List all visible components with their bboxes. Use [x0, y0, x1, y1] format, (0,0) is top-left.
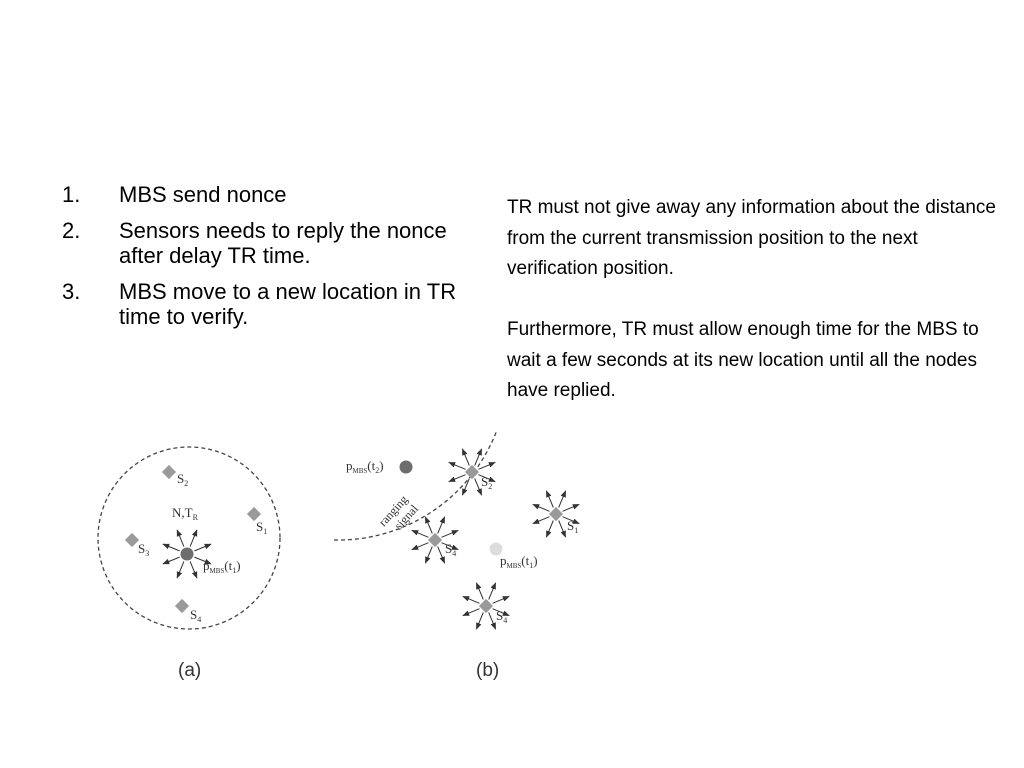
note-paragraph-1: TR must not give away any information ab…: [507, 197, 996, 279]
sensor-label-b-s4-upper: S4: [445, 541, 456, 558]
arrow: [475, 612, 484, 630]
arrow: [492, 608, 510, 617]
sensor-node-b-s4-lower: [478, 598, 494, 614]
mbs-node: [180, 547, 194, 561]
arrow: [474, 478, 483, 496]
arrow: [532, 503, 550, 512]
sensor-label-s2: S2: [177, 471, 188, 488]
arrow: [441, 529, 459, 538]
arrow: [545, 490, 554, 508]
arrow: [176, 561, 185, 579]
arrow: [492, 595, 510, 604]
explanation-note: TR must not give away any information ab…: [507, 193, 997, 437]
arrow: [562, 516, 580, 525]
arrow: [478, 461, 496, 470]
sensor-label-s4: S4: [190, 607, 201, 624]
arrow: [424, 546, 433, 564]
figure-canvas: S2 S1 S3 S4 N,TR pMBS(t1) (a): [97, 429, 580, 681]
arrow: [558, 520, 567, 538]
step-item: 2. Sensors needs to reply the nonce afte…: [62, 218, 462, 268]
mbs-new-position-label: pMBS(t2): [346, 458, 384, 475]
verification-figure: S2 S1 S3 S4 N,TR pMBS(t1) (a): [80, 420, 620, 700]
sensor-node-b-s4-upper: [427, 532, 443, 548]
arrow: [488, 612, 497, 630]
sensor-node-b-s2: [464, 464, 480, 480]
panel-b: S2 S1 S4 S4 pMBS(t2) pMBS(t1) ranging si…: [333, 429, 580, 681]
mbs-old-position-label: pMBS(t1): [500, 553, 538, 570]
arrow: [411, 542, 429, 551]
arrow: [475, 582, 484, 600]
arrow: [437, 516, 446, 534]
sensor-label-b-s1: S1: [567, 518, 578, 535]
step-text: Sensors needs to reply the nonce after d…: [119, 218, 447, 268]
caption-a: (a): [178, 660, 201, 681]
reply-arrows-s4-upper: [411, 516, 459, 564]
arrow: [411, 529, 429, 538]
arrow: [448, 474, 466, 483]
mbs-position-label: pMBS(t1): [203, 558, 241, 575]
arrow: [532, 516, 550, 525]
arrow: [162, 556, 180, 565]
reply-arrows-s2: [448, 448, 496, 496]
step-number: 3.: [62, 279, 81, 304]
reply-arrows-s4-lower: [462, 582, 510, 630]
ranging-wavefront: [333, 429, 498, 541]
arrow: [462, 595, 480, 604]
arrow: [194, 556, 212, 565]
broadcast-arrows: [162, 529, 212, 579]
sensor-node-s4: [174, 598, 190, 614]
arrow: [189, 529, 198, 547]
arrow: [562, 503, 580, 512]
arrow: [462, 608, 480, 617]
step-number: 1.: [62, 182, 81, 207]
arrow: [194, 543, 212, 552]
arrow: [437, 546, 446, 564]
sensor-label-s1: S1: [256, 519, 267, 536]
arrow: [558, 490, 567, 508]
step-text: MBS send nonce: [119, 182, 287, 207]
step-number: 2.: [62, 218, 81, 243]
arrow: [488, 582, 497, 600]
arrow: [545, 520, 554, 538]
sensor-node-s1: [246, 506, 262, 522]
reply-arrows-s1: [532, 490, 580, 538]
arrow: [474, 448, 483, 466]
mbs-old-position: [489, 542, 503, 556]
range-circle: [97, 446, 281, 630]
sensor-label-b-s4-lower: S4: [496, 608, 507, 625]
nonce-label: N,TR: [172, 505, 199, 522]
steps-list: 1. MBS send nonce 2. Sensors needs to re…: [62, 182, 462, 340]
arrow: [461, 478, 470, 496]
arrow: [441, 542, 459, 551]
arrow: [176, 529, 185, 547]
sensor-label-b-s2: S2: [481, 474, 492, 491]
arrow: [162, 543, 180, 552]
arrow: [478, 474, 496, 483]
arrow: [461, 448, 470, 466]
sensor-label-s3: S3: [138, 541, 149, 558]
step-item: 3. MBS move to a new location in TR time…: [62, 279, 462, 329]
step-text: MBS move to a new location in TR time to…: [119, 279, 457, 329]
note-paragraph-2: Furthermore, TR must allow enough time f…: [507, 319, 979, 401]
arrow: [448, 461, 466, 470]
step-item: 1. MBS send nonce: [62, 182, 462, 207]
sensor-node-s3: [124, 532, 140, 548]
panel-a: S2 S1 S3 S4 N,TR pMBS(t1) (a): [97, 446, 281, 681]
caption-b: (b): [476, 660, 499, 681]
arrow: [189, 561, 198, 579]
mbs-new-position: [399, 460, 413, 474]
arrow: [424, 516, 433, 534]
sensor-node-b-s1: [548, 506, 564, 522]
sensor-node-s2: [161, 464, 177, 480]
